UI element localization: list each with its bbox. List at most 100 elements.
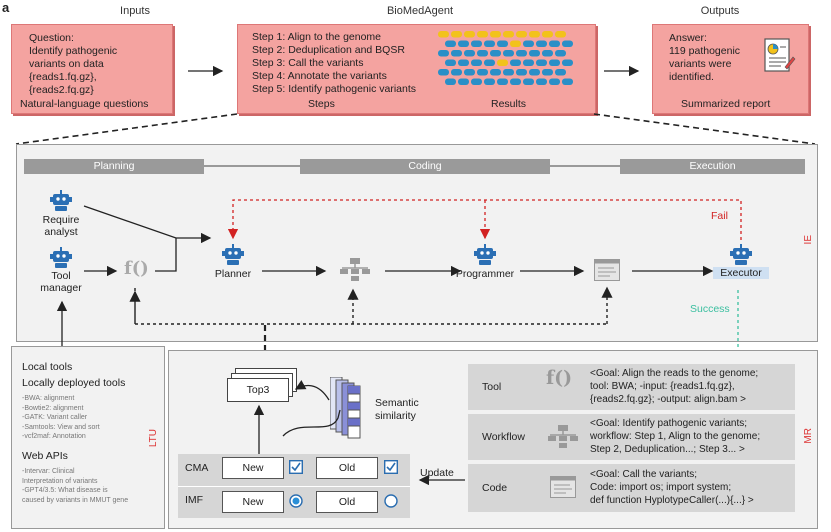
imf-new-button[interactable]: New bbox=[222, 491, 284, 513]
function-icon: f() bbox=[124, 258, 149, 279]
header-agent: BioMedAgent bbox=[386, 5, 454, 17]
result-cell bbox=[503, 31, 514, 38]
memory-row-workflow: Workflow <Goal: Identify pathogenic vari… bbox=[468, 414, 795, 460]
result-cell bbox=[451, 31, 462, 38]
result-cell bbox=[497, 59, 508, 66]
ltu-tool-item: -vcf2maf: Annotation bbox=[22, 433, 86, 440]
result-cell bbox=[555, 50, 566, 57]
memory-row-code: Code <Goal: Call the variants; Code: imp… bbox=[468, 464, 795, 512]
panel-letter: a bbox=[2, 0, 10, 15]
outputs-line: identified. bbox=[669, 71, 714, 83]
role-programmer: Programmer bbox=[455, 268, 515, 280]
result-cell bbox=[529, 50, 540, 57]
header-inputs: Inputs bbox=[120, 5, 150, 17]
cma-old-button[interactable]: Old bbox=[316, 457, 378, 479]
result-cell bbox=[536, 40, 547, 47]
result-cell bbox=[490, 69, 501, 76]
fail-label: Fail bbox=[711, 210, 728, 222]
role-executor: Executor bbox=[713, 267, 769, 279]
radio-selected-icon[interactable] bbox=[289, 494, 303, 508]
result-cell bbox=[536, 78, 547, 85]
inputs-line: {reads2.fq.gz} bbox=[29, 84, 94, 96]
function-icon: f() bbox=[546, 367, 573, 389]
steps-caption: Steps bbox=[308, 98, 335, 110]
result-cell bbox=[458, 40, 469, 47]
radio-unselected-icon[interactable] bbox=[384, 494, 398, 508]
result-cell bbox=[516, 31, 527, 38]
result-cell bbox=[490, 31, 501, 38]
inputs-line: variants on data bbox=[29, 58, 104, 70]
result-cell bbox=[464, 31, 475, 38]
result-cell bbox=[484, 59, 495, 66]
agent-step: Step 1: Align to the genome bbox=[252, 31, 382, 43]
result-cell bbox=[451, 69, 462, 76]
agent-step: Step 2: Deduplication and BQSR bbox=[252, 44, 405, 56]
result-cell bbox=[529, 31, 540, 38]
result-cell bbox=[477, 50, 488, 57]
result-cell bbox=[523, 59, 534, 66]
result-cell bbox=[516, 50, 527, 57]
result-cell bbox=[477, 31, 488, 38]
outputs-line: variants were bbox=[669, 58, 732, 70]
result-cell bbox=[471, 59, 482, 66]
result-cell bbox=[484, 40, 495, 47]
memory-row-line: def function HyplotypeCaller(...){...} > bbox=[590, 495, 754, 506]
semantic-similarity-graphic bbox=[330, 377, 361, 439]
outputs-box: Answer: 119 pathogenic variants were ide… bbox=[652, 24, 809, 114]
result-cell bbox=[503, 69, 514, 76]
memory-row-name: Tool bbox=[482, 381, 502, 393]
results-grid-graphic bbox=[438, 31, 573, 85]
imf-old-button[interactable]: Old bbox=[316, 491, 378, 513]
result-cell bbox=[484, 78, 495, 85]
agent-step: Step 4: Annotate the variants bbox=[252, 70, 387, 82]
result-cell bbox=[438, 69, 449, 76]
result-cell bbox=[464, 50, 475, 57]
cma-new-button[interactable]: New bbox=[222, 457, 284, 479]
result-cell bbox=[445, 40, 456, 47]
result-cell bbox=[529, 69, 540, 76]
result-cell bbox=[510, 40, 521, 47]
checkbox-checked-icon[interactable] bbox=[384, 460, 398, 474]
result-cell bbox=[549, 59, 560, 66]
result-cell bbox=[445, 59, 456, 66]
result-cell bbox=[516, 69, 527, 76]
result-cell bbox=[555, 31, 566, 38]
code-icon bbox=[550, 476, 576, 498]
ltu-tool-item: -GATK: Variant caller bbox=[22, 414, 88, 421]
agent-box: Step 1: Align to the genome Step 2: Dedu… bbox=[237, 24, 596, 114]
result-cell bbox=[497, 78, 508, 85]
cma-label: CMA bbox=[185, 462, 209, 474]
ltu-local-deployed: Locally deployed tools bbox=[22, 377, 126, 389]
result-cell bbox=[549, 40, 560, 47]
agent-step: Step 3: Call the variants bbox=[252, 57, 364, 69]
memory-row-tool: Tool f() <Goal: Align the reads to the g… bbox=[468, 364, 795, 410]
result-cell bbox=[523, 40, 534, 47]
result-cell bbox=[477, 69, 488, 76]
ltu-api-item: -GPT4/3.5: What disease is bbox=[22, 487, 108, 494]
ltu-tool-item: -Samtools: View and sort bbox=[22, 423, 100, 431]
result-cell bbox=[438, 50, 449, 57]
inputs-line: Question: bbox=[29, 32, 74, 44]
outputs-line: Answer: bbox=[669, 32, 707, 44]
update-label: Update bbox=[420, 467, 454, 479]
ltu-api-item: Interpretation of variants bbox=[22, 477, 98, 485]
result-cell bbox=[497, 40, 508, 47]
result-cell bbox=[549, 78, 560, 85]
divider bbox=[178, 486, 410, 487]
agent-step: Step 5: Identify pathogenic variants bbox=[252, 83, 417, 95]
ltu-web-apis: Web APIs bbox=[22, 450, 68, 462]
ltu-api-item: caused by variants in MMUT gene bbox=[22, 496, 129, 504]
checkbox-checked-icon[interactable] bbox=[289, 460, 303, 474]
result-cell bbox=[458, 78, 469, 85]
memory-row-line: tool: BWA; -input: {reads1.fq.gz}, bbox=[590, 381, 735, 392]
result-cell bbox=[471, 40, 482, 47]
result-cell bbox=[503, 50, 514, 57]
ie-panel bbox=[16, 144, 818, 342]
phase-coding: Coding bbox=[300, 159, 550, 174]
top3-card: Top3 bbox=[227, 378, 289, 402]
